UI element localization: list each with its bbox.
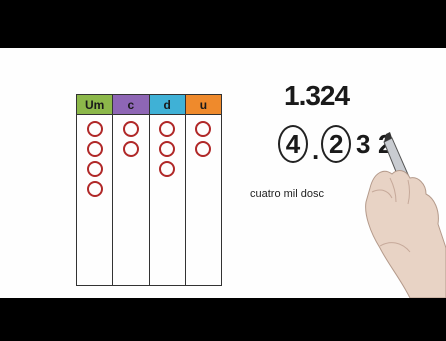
bead	[87, 121, 103, 137]
digit-thousands: 4	[286, 129, 300, 160]
place-value-table: Um c d	[76, 94, 222, 286]
column-beads	[150, 115, 185, 177]
column-header: c	[113, 95, 148, 115]
column-beads	[77, 115, 112, 197]
bead	[159, 141, 175, 157]
column-centenas: c	[113, 95, 149, 285]
thousands-separator: .	[312, 136, 319, 164]
hand-with-marker-icon	[340, 128, 446, 298]
bead	[123, 121, 139, 137]
column-header: u	[186, 95, 221, 115]
bead	[195, 121, 211, 137]
circled-digit: 4	[278, 125, 308, 163]
column-header: Um	[77, 95, 112, 115]
bead	[159, 161, 175, 177]
column-beads	[186, 115, 221, 157]
letterbox-bottom	[0, 298, 446, 341]
bead	[87, 161, 103, 177]
column-beads	[113, 115, 148, 157]
column-unidades: u	[186, 95, 221, 285]
bead	[195, 141, 211, 157]
hand-shape	[366, 171, 446, 298]
column-unidades-de-mil: Um	[77, 95, 113, 285]
bead	[87, 141, 103, 157]
column-header: d	[150, 95, 185, 115]
whiteboard: Um c d	[0, 48, 446, 298]
bead	[123, 141, 139, 157]
column-decenas: d	[150, 95, 186, 285]
written-number: 1.324	[284, 80, 349, 112]
number-in-words: cuatro mil dosc	[250, 188, 324, 200]
bead	[87, 181, 103, 197]
letterbox-top	[0, 0, 446, 48]
bead	[159, 121, 175, 137]
